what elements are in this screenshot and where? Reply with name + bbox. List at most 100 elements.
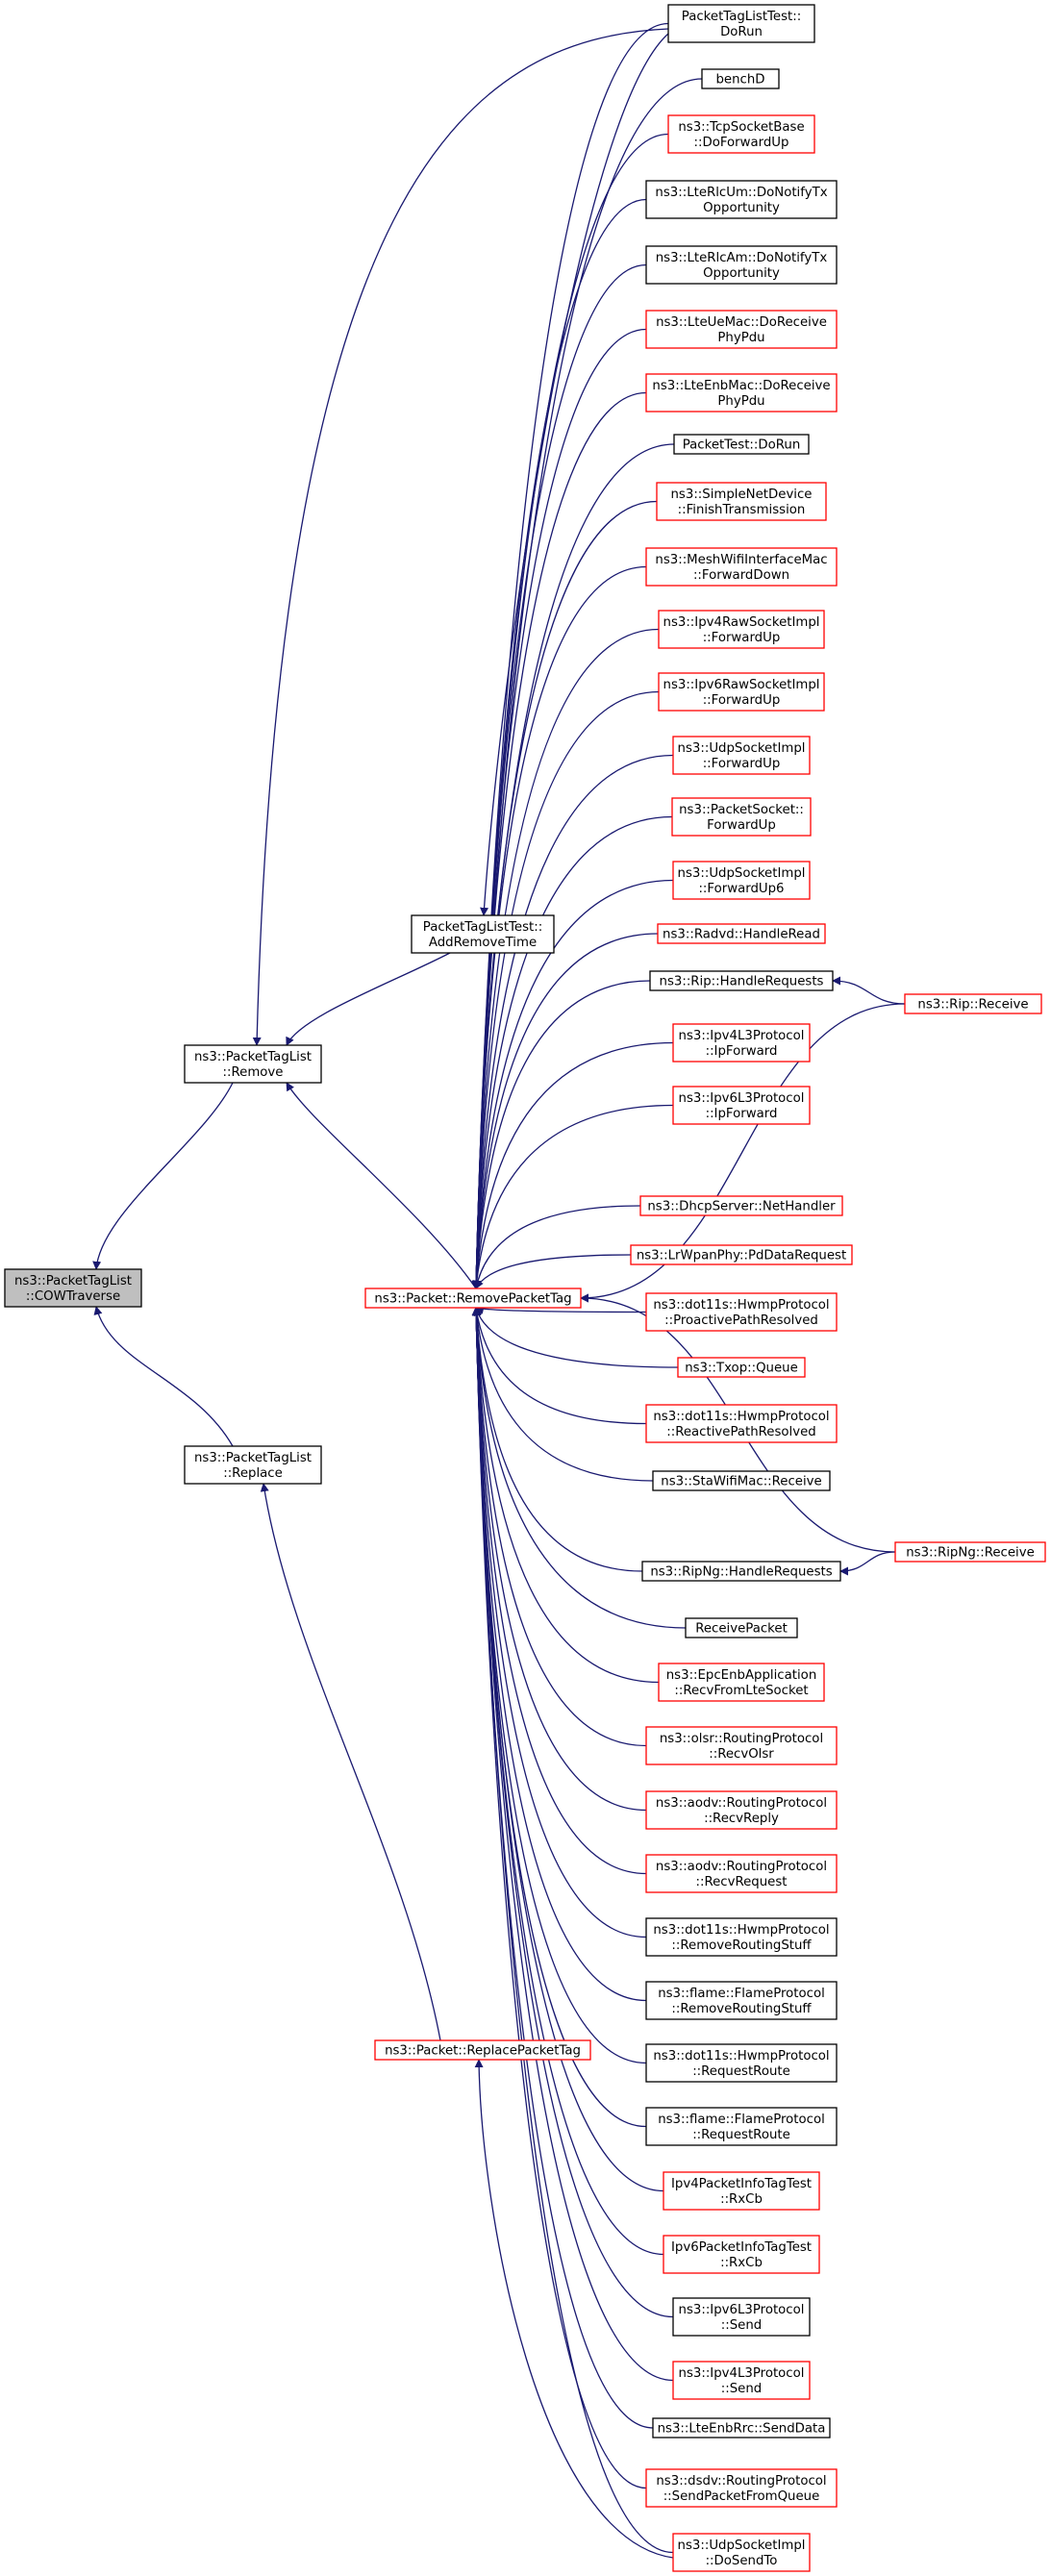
node-add-remove-time[interactable]: PacketTagListTest::AddRemoveTime <box>411 914 555 954</box>
node-box <box>645 373 838 413</box>
node-box <box>645 2107 838 2146</box>
node-receive-packet[interactable]: ReceivePacket <box>685 1617 798 1638</box>
node-packet-socket[interactable]: ns3::PacketSocket::ForwardUp <box>671 797 812 837</box>
node-epc-enb[interactable]: ns3::EpcEnbApplication::RecvFromLteSocke… <box>658 1663 825 1702</box>
node-label: ns3::RipNg::Receive <box>906 1546 1035 1561</box>
node-box <box>671 797 812 837</box>
node-label: ns3::PacketTagList <box>14 1274 132 1288</box>
node-label: ::DoSendTo <box>706 2554 778 2568</box>
node-radvd[interactable]: ns3::Radvd::HandleRead <box>657 923 826 944</box>
node-label: ns3::LteEnbRrc::SendData <box>658 2422 826 2437</box>
node-label: Opportunity <box>703 266 780 281</box>
node-label: Ipv6PacketInfoTagTest <box>671 2240 812 2255</box>
node-label: ::RequestRoute <box>692 2064 790 2079</box>
node-rip-handle[interactable]: ns3::Rip::HandleRequests <box>649 970 834 991</box>
edge-packet-socket-to-remove-packet-tag <box>471 815 673 1289</box>
node-lrwpan[interactable]: ns3::LrWpanPhy::PdDataRequest <box>630 1244 853 1265</box>
node-label: ns3::Txop::Queue <box>685 1362 798 1376</box>
node-udp-forward[interactable]: ns3::UdpSocketImpl::ForwardUp <box>672 736 811 775</box>
edge-receive-packet-to-remove-packet-tag <box>471 1307 687 1629</box>
node-udp-forward6[interactable]: ns3::UdpSocketImpl::ForwardUp6 <box>672 861 811 900</box>
node-remove-packet-tag[interactable]: ns3::Packet::RemovePacketTag <box>364 1288 582 1309</box>
node-dsdv[interactable]: ns3::dsdv::RoutingProtocol::SendPacketFr… <box>645 2468 838 2508</box>
node-label: ns3::Ipv6L3Protocol <box>679 2303 805 2317</box>
node-box <box>904 993 1042 1014</box>
node-label: Opportunity <box>703 201 780 215</box>
node-label: ::RxCb <box>720 2192 763 2207</box>
node-ipv6-info[interactable]: Ipv6PacketInfoTagTest::RxCb <box>663 2235 820 2274</box>
node-ipv4-l3-fwd[interactable]: ns3::Ipv4L3Protocol::IpForward <box>672 1023 811 1063</box>
node-label: ::RxCb <box>720 2256 763 2270</box>
edge-rip-receive-to-remove-packet-tag <box>580 1003 906 1303</box>
node-aodv-reply[interactable]: ns3::aodv::RoutingProtocol::RecvReply <box>645 1790 838 1830</box>
edge-olsr-to-remove-packet-tag <box>471 1307 647 1747</box>
node-box <box>677 1357 806 1378</box>
node-hwmp-remove[interactable]: ns3::dot11s::HwmpProtocol::RemoveRouting… <box>645 1917 838 1957</box>
node-label: ::Send <box>721 2318 762 2333</box>
node-simple-net[interactable]: ns3::SimpleNetDevice::FinishTransmission <box>656 482 827 521</box>
node-hwmp-proactive[interactable]: ns3::dot11s::HwmpProtocol::ProactivePath… <box>645 1292 838 1332</box>
node-box <box>645 2468 838 2508</box>
node-replace[interactable]: ns3::PacketTagList::Replace <box>184 1445 322 1485</box>
node-replace-packet-tag[interactable]: ns3::Packet::ReplacePacketTag <box>374 2039 591 2061</box>
node-ipv6-l3-send[interactable]: ns3::Ipv6L3Protocol::Send <box>672 2297 811 2337</box>
node-lte-enb-rrc[interactable]: ns3::LteEnbRrc::SendData <box>652 2417 831 2438</box>
node-label: ReceivePacket <box>695 1622 788 1637</box>
edge-hwmp-reactive-to-remove-packet-tag <box>472 1307 647 1425</box>
node-sta-wifi[interactable]: ns3::StaWifiMac::Receive <box>652 1470 831 1491</box>
node-flame-request[interactable]: ns3::flame::FlameProtocol::RequestRoute <box>645 2107 838 2146</box>
node-do-run-tag[interactable]: PacketTagListTest::DoRun <box>667 4 815 43</box>
edge-lrwpan-to-remove-packet-tag <box>475 1254 632 1289</box>
node-layer: ns3::PacketTagList::COWTraversens3::Pack… <box>4 4 1046 2572</box>
node-label: ns3::UdpSocketImpl <box>678 2538 806 2553</box>
node-hwmp-reactive[interactable]: ns3::dot11s::HwmpProtocol::ReactivePathR… <box>645 1404 838 1443</box>
node-label: ::ForwardUp <box>703 693 781 708</box>
node-box <box>667 114 815 154</box>
node-ipv4-info[interactable]: Ipv4PacketInfoTagTest::RxCb <box>663 2171 820 2211</box>
node-txop[interactable]: ns3::Txop::Queue <box>677 1357 806 1378</box>
node-flame-remove[interactable]: ns3::flame::FlameProtocol::RemoveRouting… <box>645 1981 838 2020</box>
node-ipv4-l3-send[interactable]: ns3::Ipv4L3Protocol::Send <box>672 2361 811 2400</box>
node-label: ns3::UdpSocketImpl <box>678 741 806 756</box>
edge-sta-wifi-to-remove-packet-tag <box>472 1307 654 1482</box>
node-box <box>685 1617 798 1638</box>
node-remove[interactable]: ns3::PacketTagList::Remove <box>184 1044 322 1084</box>
node-label: ::RecvOlsr <box>709 1747 774 1762</box>
node-label: ns3::dot11s::HwmpProtocol <box>653 1298 829 1313</box>
node-label: ns3::EpcEnbApplication <box>666 1668 817 1683</box>
node-cow[interactable]: ns3::PacketTagList::COWTraverse <box>4 1268 142 1308</box>
node-box <box>652 1470 831 1491</box>
node-tcp-forward[interactable]: ns3::TcpSocketBase::DoForwardUp <box>667 114 815 154</box>
node-box <box>658 672 825 712</box>
node-ipv6-raw[interactable]: ns3::Ipv6RawSocketImpl::ForwardUp <box>658 672 825 712</box>
node-rip-ng-receive[interactable]: ns3::RipNg::Receive <box>894 1541 1046 1563</box>
node-hwmp-request[interactable]: ns3::dot11s::HwmpProtocol::RequestRoute <box>645 2043 838 2083</box>
node-ipv6-l3-fwd[interactable]: ns3::Ipv6L3Protocol::IpForward <box>672 1086 811 1125</box>
node-label: ::IpForward <box>706 1044 778 1059</box>
node-label: ::ForwardUp <box>703 631 781 645</box>
node-udp-send-to[interactable]: ns3::UdpSocketImpl::DoSendTo <box>672 2533 811 2572</box>
node-box <box>645 1726 838 1765</box>
edge-ipv4-l3-send-to-remove-packet-tag <box>471 1307 674 2382</box>
node-dhcp[interactable]: ns3::DhcpServer::NetHandler <box>639 1195 843 1216</box>
node-box <box>645 180 838 219</box>
edge-rip-ng-handle-to-remove-packet-tag <box>472 1307 643 1572</box>
node-ipv4-raw[interactable]: ns3::Ipv4RawSocketImpl::ForwardUp <box>658 610 825 649</box>
node-rip-receive[interactable]: ns3::Rip::Receive <box>904 993 1042 1014</box>
node-aodv-request[interactable]: ns3::aodv::RoutingProtocol::RecvRequest <box>645 1854 838 1893</box>
node-bench-d[interactable]: benchD <box>701 68 780 89</box>
node-box <box>894 1541 1046 1563</box>
node-label: ::RequestRoute <box>692 2128 790 2142</box>
node-packet-test-do-run[interactable]: PacketTest::DoRun <box>673 434 810 455</box>
node-label: ns3::LteUeMac::DoReceive <box>656 315 827 330</box>
node-rip-ng-handle[interactable]: ns3::RipNg::HandleRequests <box>641 1561 841 1582</box>
edge-aodv-reply-to-remove-packet-tag <box>471 1307 647 1812</box>
node-mesh-wifi[interactable]: ns3::MeshWifiInterfaceMac::ForwardDown <box>645 547 838 587</box>
node-box <box>645 2043 838 2083</box>
node-label: benchD <box>715 73 764 88</box>
node-olsr[interactable]: ns3::olsr::RoutingProtocol::RecvOlsr <box>645 1726 838 1765</box>
